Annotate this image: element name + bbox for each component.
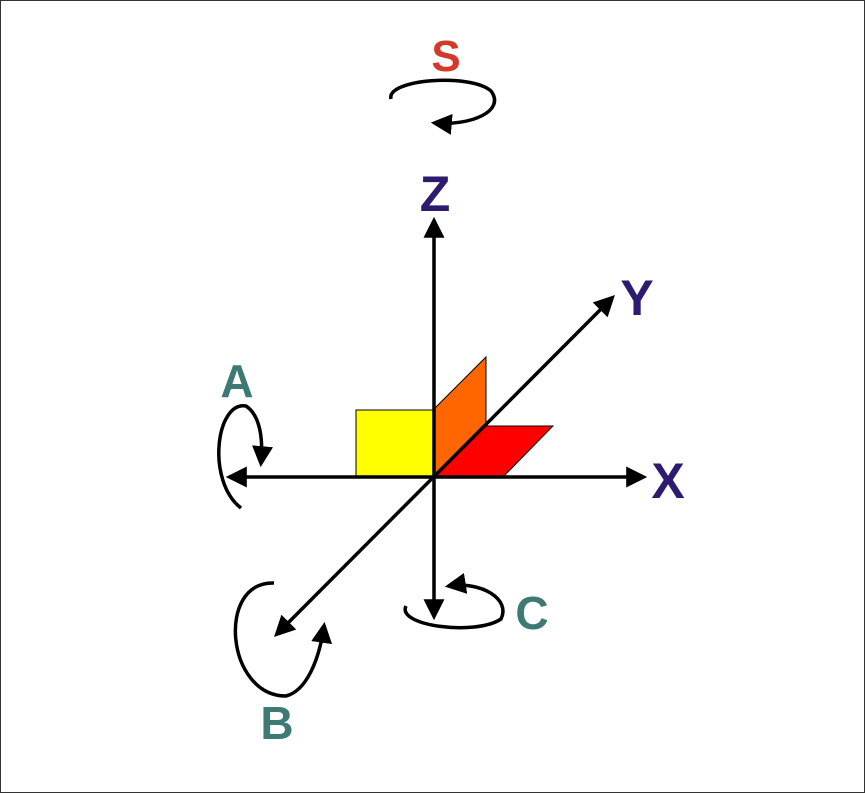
a-rotation-arrow — [217, 404, 273, 510]
s-rotation-arrow — [389, 78, 497, 135]
y-label: Y — [620, 270, 653, 326]
yellow-plane — [355, 409, 434, 478]
z-label: Z — [420, 166, 451, 222]
a-label: A — [220, 355, 253, 407]
b-rotation-arrow — [233, 581, 333, 698]
c-label: C — [515, 587, 548, 639]
s-label: S — [431, 32, 460, 81]
c-rotation-arrow — [403, 573, 505, 630]
b-label: B — [260, 697, 293, 749]
y-axis — [274, 295, 615, 637]
x-label: X — [651, 453, 684, 509]
